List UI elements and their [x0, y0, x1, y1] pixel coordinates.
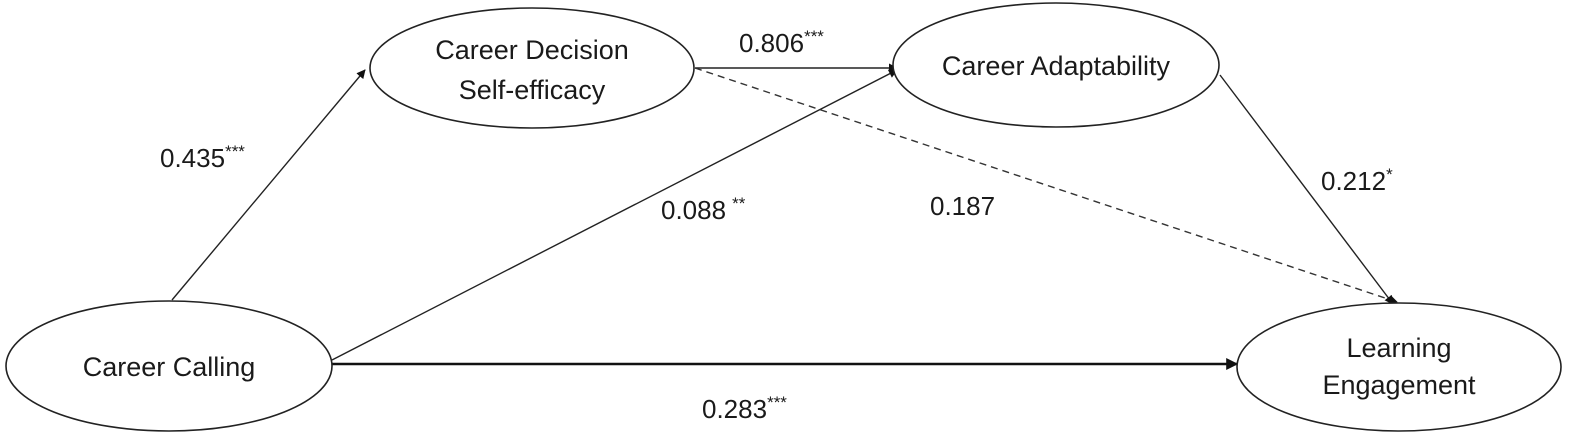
- node-learning-engagement: Learning Engagement: [1236, 302, 1562, 432]
- node-career-calling: Career Calling: [5, 300, 333, 432]
- node-engagement-label-line1: Learning: [1346, 333, 1451, 363]
- coef-efficacy-to-adaptability: 0.806***: [739, 27, 824, 58]
- node-self-efficacy-label-line2: Self-efficacy: [459, 75, 606, 105]
- edge-calling-to-adaptability: [331, 69, 898, 361]
- node-engagement-label-line2: Engagement: [1322, 370, 1476, 400]
- edge-efficacy-to-engagement: [694, 67, 1398, 304]
- coef-calling-to-adaptability: 0.088**: [661, 194, 746, 225]
- node-career-decision-self-efficacy: Career Decision Self-efficacy: [369, 7, 695, 129]
- coef-calling-to-engagement: 0.283***: [702, 393, 787, 424]
- coef-efficacy-to-engagement: 0.187: [930, 191, 995, 221]
- coef-calling-to-efficacy: 0.435***: [160, 142, 245, 173]
- coef-adaptability-to-engagement: 0.212*: [1321, 165, 1393, 196]
- edge-adaptability-to-engagement: [1219, 74, 1394, 305]
- node-adaptability-label: Career Adaptability: [942, 51, 1171, 81]
- node-self-efficacy-label-line1: Career Decision: [435, 35, 629, 65]
- edge-calling-to-efficacy: [171, 69, 366, 301]
- node-career-calling-label: Career Calling: [83, 352, 256, 382]
- node-career-adaptability: Career Adaptability: [892, 2, 1220, 128]
